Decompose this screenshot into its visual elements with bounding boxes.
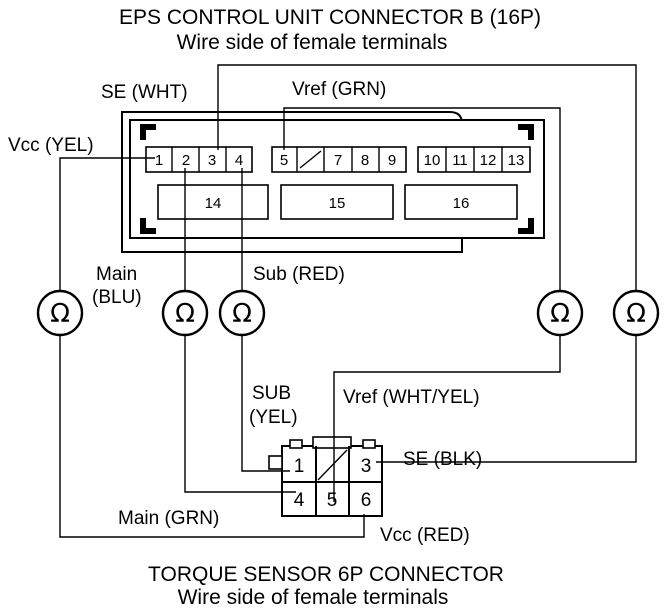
lock-tab-bl	[140, 218, 156, 234]
ohm-icon: Ω	[175, 299, 195, 329]
ohmmeter-main: Ω	[161, 289, 209, 337]
terminal-15	[280, 184, 394, 220]
subtitle-connector-b: Wire side of female terminals	[177, 31, 448, 54]
wire-vref-grn	[283, 107, 561, 290]
pin-15: 15	[329, 195, 346, 212]
pin-11: 11	[452, 152, 468, 169]
label-se-wht: SE (WHT)	[101, 82, 188, 103]
title-torque-sensor: TORQUE SENSOR 6P CONNECTOR	[148, 563, 504, 586]
ohmmeter-sub: Ω	[218, 289, 266, 337]
pin-5: 5	[280, 152, 288, 169]
sensor-latch-right	[362, 439, 376, 449]
ohm-icon: Ω	[550, 299, 570, 329]
pin-4: 4	[235, 152, 243, 169]
label-sub-yel-line1: SUB	[252, 383, 291, 404]
label-vcc-red: Vcc (RED)	[380, 525, 470, 546]
ohmmeter-vcc: Ω	[36, 289, 84, 337]
ohm-icon: Ω	[626, 299, 646, 329]
terminal-14	[157, 184, 269, 220]
pin-7: 7	[334, 152, 342, 169]
label-main-blu-line1: Main	[96, 264, 137, 285]
connector-b: 1 2 3 4 5 7 8 9 10 11 12 13 14 15 16	[121, 111, 545, 253]
torque-sensor-connector: 1 3 4 5 6	[268, 436, 383, 517]
unused-cavity-2	[317, 449, 348, 481]
ohm-icon: Ω	[50, 299, 70, 329]
label-main-blu-line2: (BLU)	[92, 287, 142, 308]
lock-tab-tl	[140, 124, 156, 140]
wire-vcc-red	[59, 336, 365, 538]
pin-2: 2	[182, 152, 190, 169]
pin-13: 13	[508, 152, 525, 169]
pin-16: 16	[453, 195, 470, 212]
sensor-latch-left	[289, 439, 303, 449]
unused-cavity-6	[299, 150, 322, 169]
terminal-group-5-9	[271, 146, 407, 173]
wire-vref-wht-yel	[333, 336, 561, 502]
sensor-pin-6: 6	[361, 490, 372, 511]
ohmmeter-se: Ω	[612, 289, 660, 337]
pin-3: 3	[208, 152, 216, 169]
pin-9: 9	[388, 152, 396, 169]
wire-sub-yel	[241, 336, 290, 472]
subtitle-torque-sensor: Wire side of female terminals	[178, 586, 449, 609]
wire-main-grn	[184, 336, 296, 493]
lock-tab-tr	[518, 124, 534, 140]
terminal-16	[404, 184, 518, 220]
ohm-icon: Ω	[232, 299, 252, 329]
label-vcc-yel: Vcc (YEL)	[8, 135, 94, 156]
title-connector-b: EPS CONTROL UNIT CONNECTOR B (16P)	[119, 6, 541, 29]
sensor-pin-1: 1	[294, 456, 305, 477]
label-sub-yel-line2: (YEL)	[249, 407, 298, 428]
connector-b-inner-housing	[129, 119, 545, 239]
sensor-side-latch	[268, 455, 283, 470]
ohmmeter-vref: Ω	[536, 289, 584, 337]
pin-12: 12	[480, 152, 497, 169]
label-vref-grn: Vref (GRN)	[292, 79, 386, 100]
label-sub-red: Sub (RED)	[253, 264, 345, 285]
pin-1: 1	[155, 152, 163, 169]
sensor-pin-3: 3	[361, 456, 372, 477]
pin-10: 10	[424, 152, 441, 169]
label-se-blk: SE (BLK)	[403, 449, 482, 470]
wire-se-wht	[217, 64, 637, 290]
pin-14: 14	[205, 195, 222, 212]
label-main-grn: Main (GRN)	[118, 508, 219, 529]
wire-se-blk	[376, 336, 637, 463]
pin-8: 8	[361, 152, 369, 169]
sensor-latch-center	[312, 436, 352, 449]
wire-vcc-yel	[59, 157, 155, 290]
sensor-pin-5: 5	[327, 490, 338, 511]
label-vref-wht-yel: Vref (WHT/YEL)	[343, 387, 480, 408]
sensor-pin-4: 4	[294, 490, 305, 511]
lock-tab-br	[518, 218, 534, 234]
